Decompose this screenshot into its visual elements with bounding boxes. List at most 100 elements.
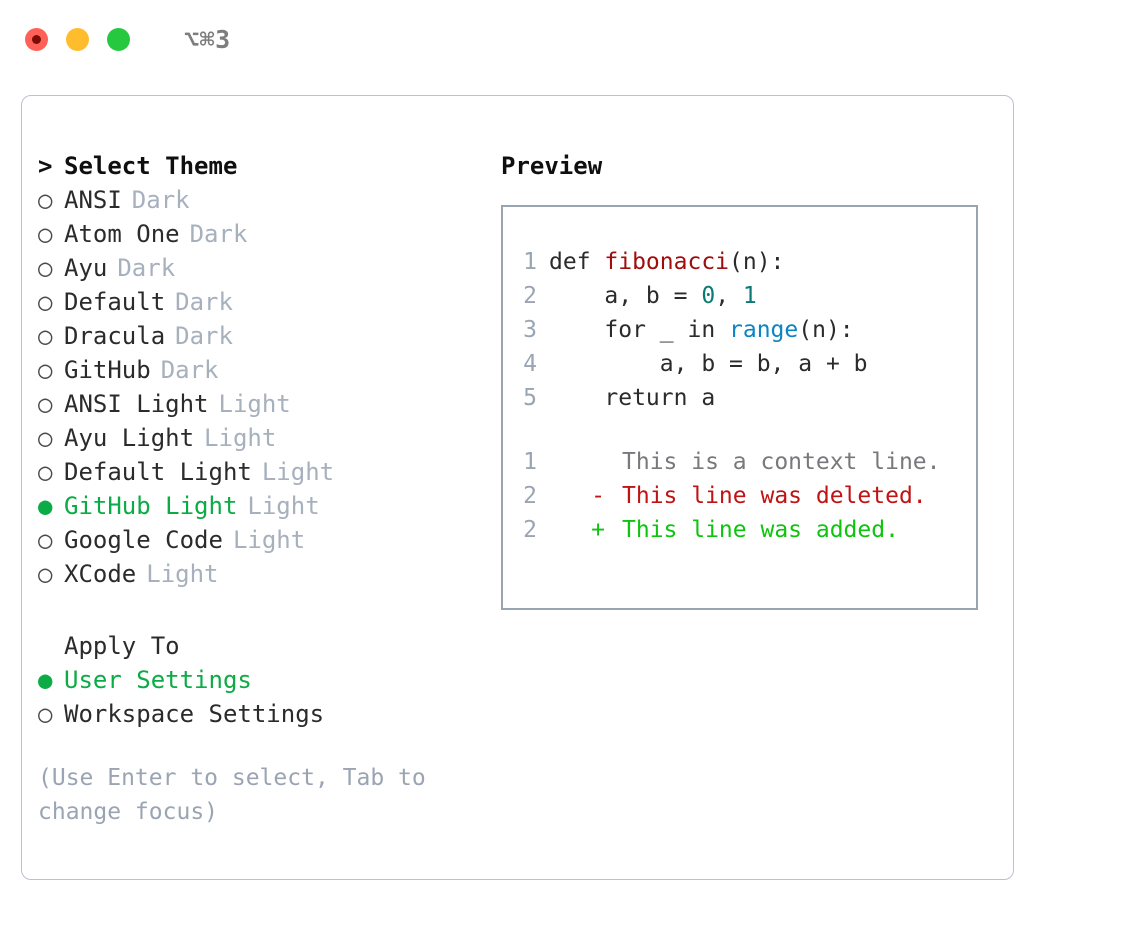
theme-variant-badge: Dark [131, 186, 190, 214]
line-number: 1 [523, 249, 537, 275]
radio-unselected-icon: ○ [38, 700, 53, 728]
code-diff-spacer [503, 415, 976, 445]
theme-name-label: Default Light [64, 458, 252, 486]
theme-variant-badge: Dark [160, 356, 219, 384]
code-token: 1 [742, 283, 757, 309]
code-line-text: a, b = 0, 1 [537, 279, 757, 313]
keyboard-hint-text: (Use Enter to select, Tab to change focu… [38, 765, 440, 825]
radio-unselected-icon: ○ [38, 458, 53, 486]
theme-name-label: XCode [64, 560, 137, 588]
theme-list-item[interactable]: ○ Google Code Light [38, 523, 478, 557]
theme-list-item[interactable]: ○ Default Light Light [38, 455, 478, 489]
theme-variant-badge: Light [261, 458, 335, 486]
caret-icon: > [38, 152, 53, 180]
diff-sample: 1 This is a context line. 2-This line was… [503, 445, 976, 547]
apply-to-header: ○ Apply To [38, 629, 478, 663]
page-title: Select Theme [64, 152, 238, 180]
apply-to-option[interactable]: ●User Settings [38, 663, 478, 697]
code-line-text: for _ in range(n): [537, 313, 854, 347]
theme-name-label: Ayu [64, 254, 108, 282]
line-number: 4 [523, 351, 537, 377]
code-token: for _ in [549, 317, 730, 343]
radio-unselected-icon: ○ [38, 424, 53, 452]
line-number: 5 [523, 385, 537, 411]
radio-unselected-icon: ○ [38, 220, 53, 248]
hint-spacer [38, 731, 478, 761]
diff-line-text: This line was added. [622, 517, 899, 543]
code-line: 3 for _ in range(n): [503, 313, 976, 347]
title-bar: ⌥⌘3 [0, 0, 1140, 78]
theme-name-label: Google Code [64, 526, 223, 554]
theme-name-label: Atom One [64, 220, 180, 248]
apply-to-label: Apply To [64, 632, 180, 660]
radio-unselected-icon: ○ [38, 356, 53, 384]
theme-list-item[interactable]: ○ XCode Light [38, 557, 478, 591]
theme-variant-badge: Light [146, 560, 219, 588]
apply-to-list: ●User Settings ○ Workspace Settings [38, 663, 478, 731]
preview-title: Preview [501, 152, 603, 180]
theme-list-item[interactable]: ○ Atom One Dark [38, 217, 478, 251]
section-spacer [38, 591, 478, 629]
radio-unselected-icon: ○ [38, 390, 53, 418]
window-controls [25, 27, 130, 51]
line-number: 1 [523, 449, 537, 475]
radio-unselected-icon: ○ [38, 322, 53, 350]
code-token: (n): [729, 249, 785, 275]
code-line-text: def fibonacci(n): [537, 245, 784, 279]
code-token: , [715, 283, 743, 309]
code-token: def [549, 249, 605, 275]
code-token: a, b = [549, 283, 702, 309]
radio-selected-icon: ● [38, 492, 53, 520]
theme-variant-badge: Dark [175, 322, 233, 350]
theme-name-label: GitHub [64, 356, 151, 384]
code-token: return a [549, 385, 716, 411]
radio-unselected-icon: ○ [38, 186, 53, 214]
theme-list-item[interactable]: ○ GitHub Dark [38, 353, 478, 387]
code-token: 0 [701, 283, 716, 309]
theme-variant-badge: Light [204, 424, 277, 452]
apply-to-option-label: Workspace Settings [64, 700, 325, 728]
radio-unselected-icon: ○ [38, 288, 53, 316]
close-button-icon[interactable] [25, 27, 48, 51]
theme-variant-badge: Dark [175, 288, 233, 316]
theme-list-item[interactable]: ○ ANSI Light Light [38, 387, 478, 421]
keyboard-shortcut-label: ⌥⌘3 [184, 24, 231, 54]
diff-line-text: This is a context line. [622, 449, 941, 475]
radio-selected-icon: ● [38, 666, 53, 694]
theme-name-label: ANSI [64, 186, 122, 214]
diff-sign: - [591, 483, 605, 509]
zoom-button-icon[interactable] [107, 27, 130, 51]
theme-list-item[interactable]: ○ Ayu Light Light [38, 421, 478, 455]
theme-variant-badge: Light [232, 526, 306, 554]
theme-list-item[interactable]: ○ Default Dark [38, 285, 478, 319]
blank-marker-icon: ○ [38, 629, 64, 663]
theme-name-label: ANSI Light [64, 390, 209, 418]
minimize-button-icon[interactable] [66, 27, 89, 51]
code-line-text: a, b = b, a + b [537, 347, 868, 381]
line-number: 3 [523, 317, 537, 343]
radio-unselected-icon: ○ [38, 526, 53, 554]
theme-variant-badge: Dark [189, 220, 248, 248]
diff-line: 2+This line was added. [503, 513, 976, 547]
theme-name-label: Ayu Light [64, 424, 195, 452]
theme-variant-badge: Light [218, 390, 291, 418]
code-token: (n): [798, 317, 854, 343]
theme-list-item[interactable]: ○ ANSI Dark [38, 183, 478, 217]
code-token: a, b = b, a + b [549, 351, 868, 377]
diff-line: 2-This line was deleted. [503, 479, 976, 513]
code-line: 2 a, b = 0, 1 [503, 279, 976, 313]
apply-to-option[interactable]: ○ Workspace Settings [38, 697, 478, 731]
code-line-text: return a [537, 381, 715, 415]
radio-unselected-icon: ○ [38, 560, 53, 588]
radio-unselected-icon: ○ [38, 254, 53, 282]
diff-sign: + [591, 517, 605, 543]
theme-name-label: Default [64, 288, 166, 316]
